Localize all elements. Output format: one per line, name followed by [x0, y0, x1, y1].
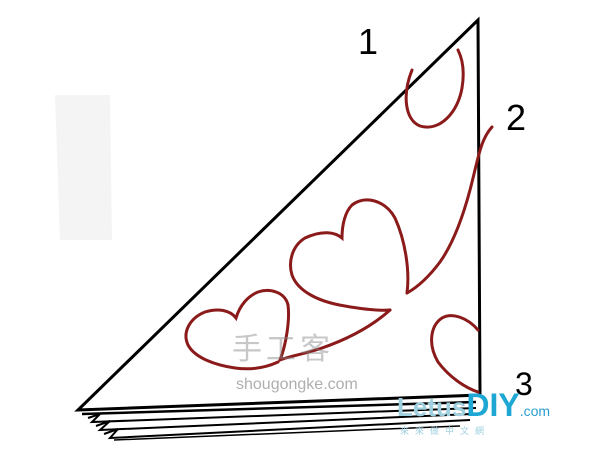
- watermark-site-url: shougongke.com: [236, 376, 358, 393]
- logo-letus-text: Letus: [397, 392, 467, 422]
- paper-layer-edge: [81, 400, 477, 416]
- cut-line-small-heart: [184, 289, 392, 371]
- paper-layer-edge: [113, 425, 461, 441]
- cut-line-top-curve: [404, 48, 465, 129]
- corner-label-3: 3: [515, 366, 533, 402]
- logo-subtitle: 來來做中文網: [400, 427, 491, 437]
- letusdiy-logo: LetusDIY.com: [397, 389, 550, 421]
- corner-label-1: 1: [358, 21, 379, 62]
- cut-line-big-heart: [289, 198, 410, 312]
- logo-diy-text: DIY: [466, 387, 520, 423]
- watermark-chinese: 手工客: [232, 332, 334, 367]
- paper-layer-edge: [87, 407, 477, 424]
- folded-triangle-outline: [74, 16, 482, 412]
- cut-line-right-half-heart: [430, 314, 480, 394]
- paper-layer-edge: [95, 413, 473, 432]
- corner-label-2: 2: [506, 97, 527, 138]
- cut-line-right-curve: [405, 125, 494, 295]
- paper-layer-edge: [103, 419, 471, 440]
- logo-com-text: .com: [519, 403, 551, 419]
- background-shade: [55, 95, 112, 240]
